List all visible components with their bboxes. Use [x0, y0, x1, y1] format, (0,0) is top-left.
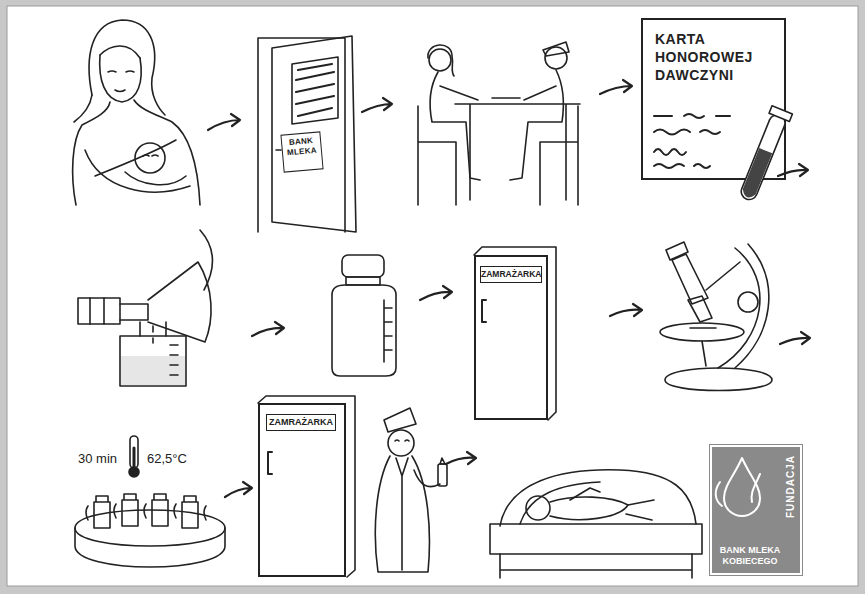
freezer: ZAMRAŻARKA [258, 403, 346, 577]
nurse-with-bottle [375, 408, 447, 572]
incubator [490, 470, 702, 578]
freezer-side [258, 247, 556, 577]
logo-drops [716, 458, 760, 516]
foundation-logo: FUNDACJA BANK MLEKA KOBIECEGO [710, 445, 802, 575]
node-text: KARTA HONOROWEJ DAWCZYNI [655, 30, 759, 84]
milk-bank-door [258, 36, 356, 232]
process-parameter: 62,5°C [147, 451, 187, 466]
node-text: ZAMRAŻARKA [480, 266, 542, 283]
mother-breastfeeding [73, 20, 200, 205]
node-text: ZAMRAŻARKA [266, 414, 336, 431]
panel [7, 6, 858, 586]
process-parameter: 30 min [78, 451, 117, 466]
freezer: ZAMRAŻARKA [474, 255, 548, 420]
node-text: FUNDACJA [785, 455, 797, 518]
microscope [660, 242, 772, 391]
test-tube [736, 106, 792, 203]
card-scribbles [654, 114, 730, 168]
node-subtext: BANK MLEKA KOBIECEGO [716, 545, 784, 567]
milk-bottle [332, 255, 396, 376]
node-text: BANK MLEKA [284, 136, 320, 159]
donor-card: KARTA HONOROWEJ DAWCZYNI [641, 18, 786, 180]
breast-pump [78, 230, 213, 386]
door-sign: BANK MLEKA [280, 131, 323, 172]
freezer-handle [268, 300, 486, 474]
pasteurizer [75, 436, 225, 567]
consultation-scene [418, 42, 580, 205]
